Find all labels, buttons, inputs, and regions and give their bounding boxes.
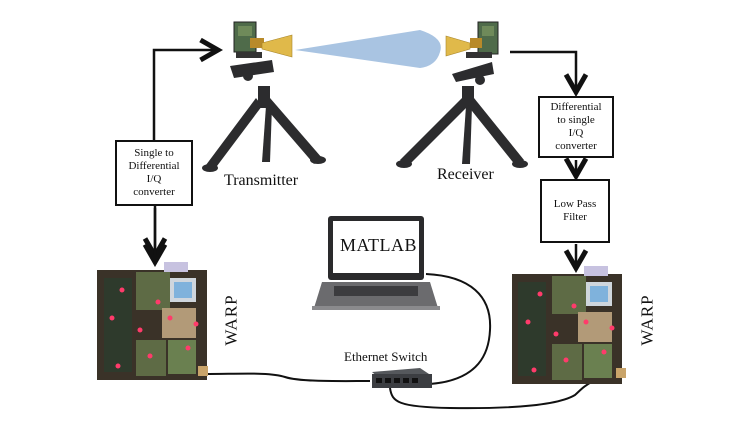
receiver-label: Receiver	[437, 166, 494, 183]
lpf-line-2: Filter	[563, 211, 587, 223]
receiver-horn	[445, 35, 471, 57]
receiver-tripod	[396, 21, 528, 168]
cable-laptop-to-switch	[425, 273, 492, 385]
warp-board-left	[97, 262, 208, 380]
ethernet-switch	[372, 368, 432, 388]
edge-tx-converter-to-transmitter	[152, 50, 218, 140]
transmitter-label: Transmitter	[224, 172, 299, 189]
laptop	[312, 216, 440, 310]
wireless-beam	[295, 30, 441, 68]
transmitter-horn	[261, 34, 293, 58]
low-pass-filter-box: Low Pass Filter	[540, 179, 610, 243]
tx-converter-box: Single to Differential I/Q converter	[115, 140, 193, 206]
tx-converter-line-4: converter	[133, 186, 175, 198]
rx-converter-line-3: I/Q	[568, 127, 584, 139]
rx-converter-line-1: Differential	[550, 101, 602, 113]
warp-right-label: WARP	[637, 294, 657, 346]
rx-converter-line-2: to single	[557, 114, 595, 126]
laptop-screen-text: MATLAB	[340, 235, 418, 255]
transmitter-tripod	[202, 21, 326, 172]
tx-converter-line-3: I/Q	[146, 173, 162, 185]
ethernet-switch-label: Ethernet Switch	[344, 349, 428, 364]
edge-receiver-to-rx-converter	[510, 50, 576, 92]
warp-left-label: WARP	[221, 294, 241, 346]
tx-converter-line-2: Differential	[128, 160, 180, 172]
warp-board-right	[512, 266, 626, 384]
rx-converter-line-4: converter	[555, 140, 597, 152]
cable-warp-right-to-switch	[389, 373, 626, 410]
rx-converter-box: Differential to single I/Q converter	[538, 96, 614, 158]
lpf-line-1: Low Pass	[553, 198, 597, 210]
tx-converter-line-1: Single to	[134, 147, 174, 159]
cable-warp-left-to-switch	[204, 372, 371, 383]
